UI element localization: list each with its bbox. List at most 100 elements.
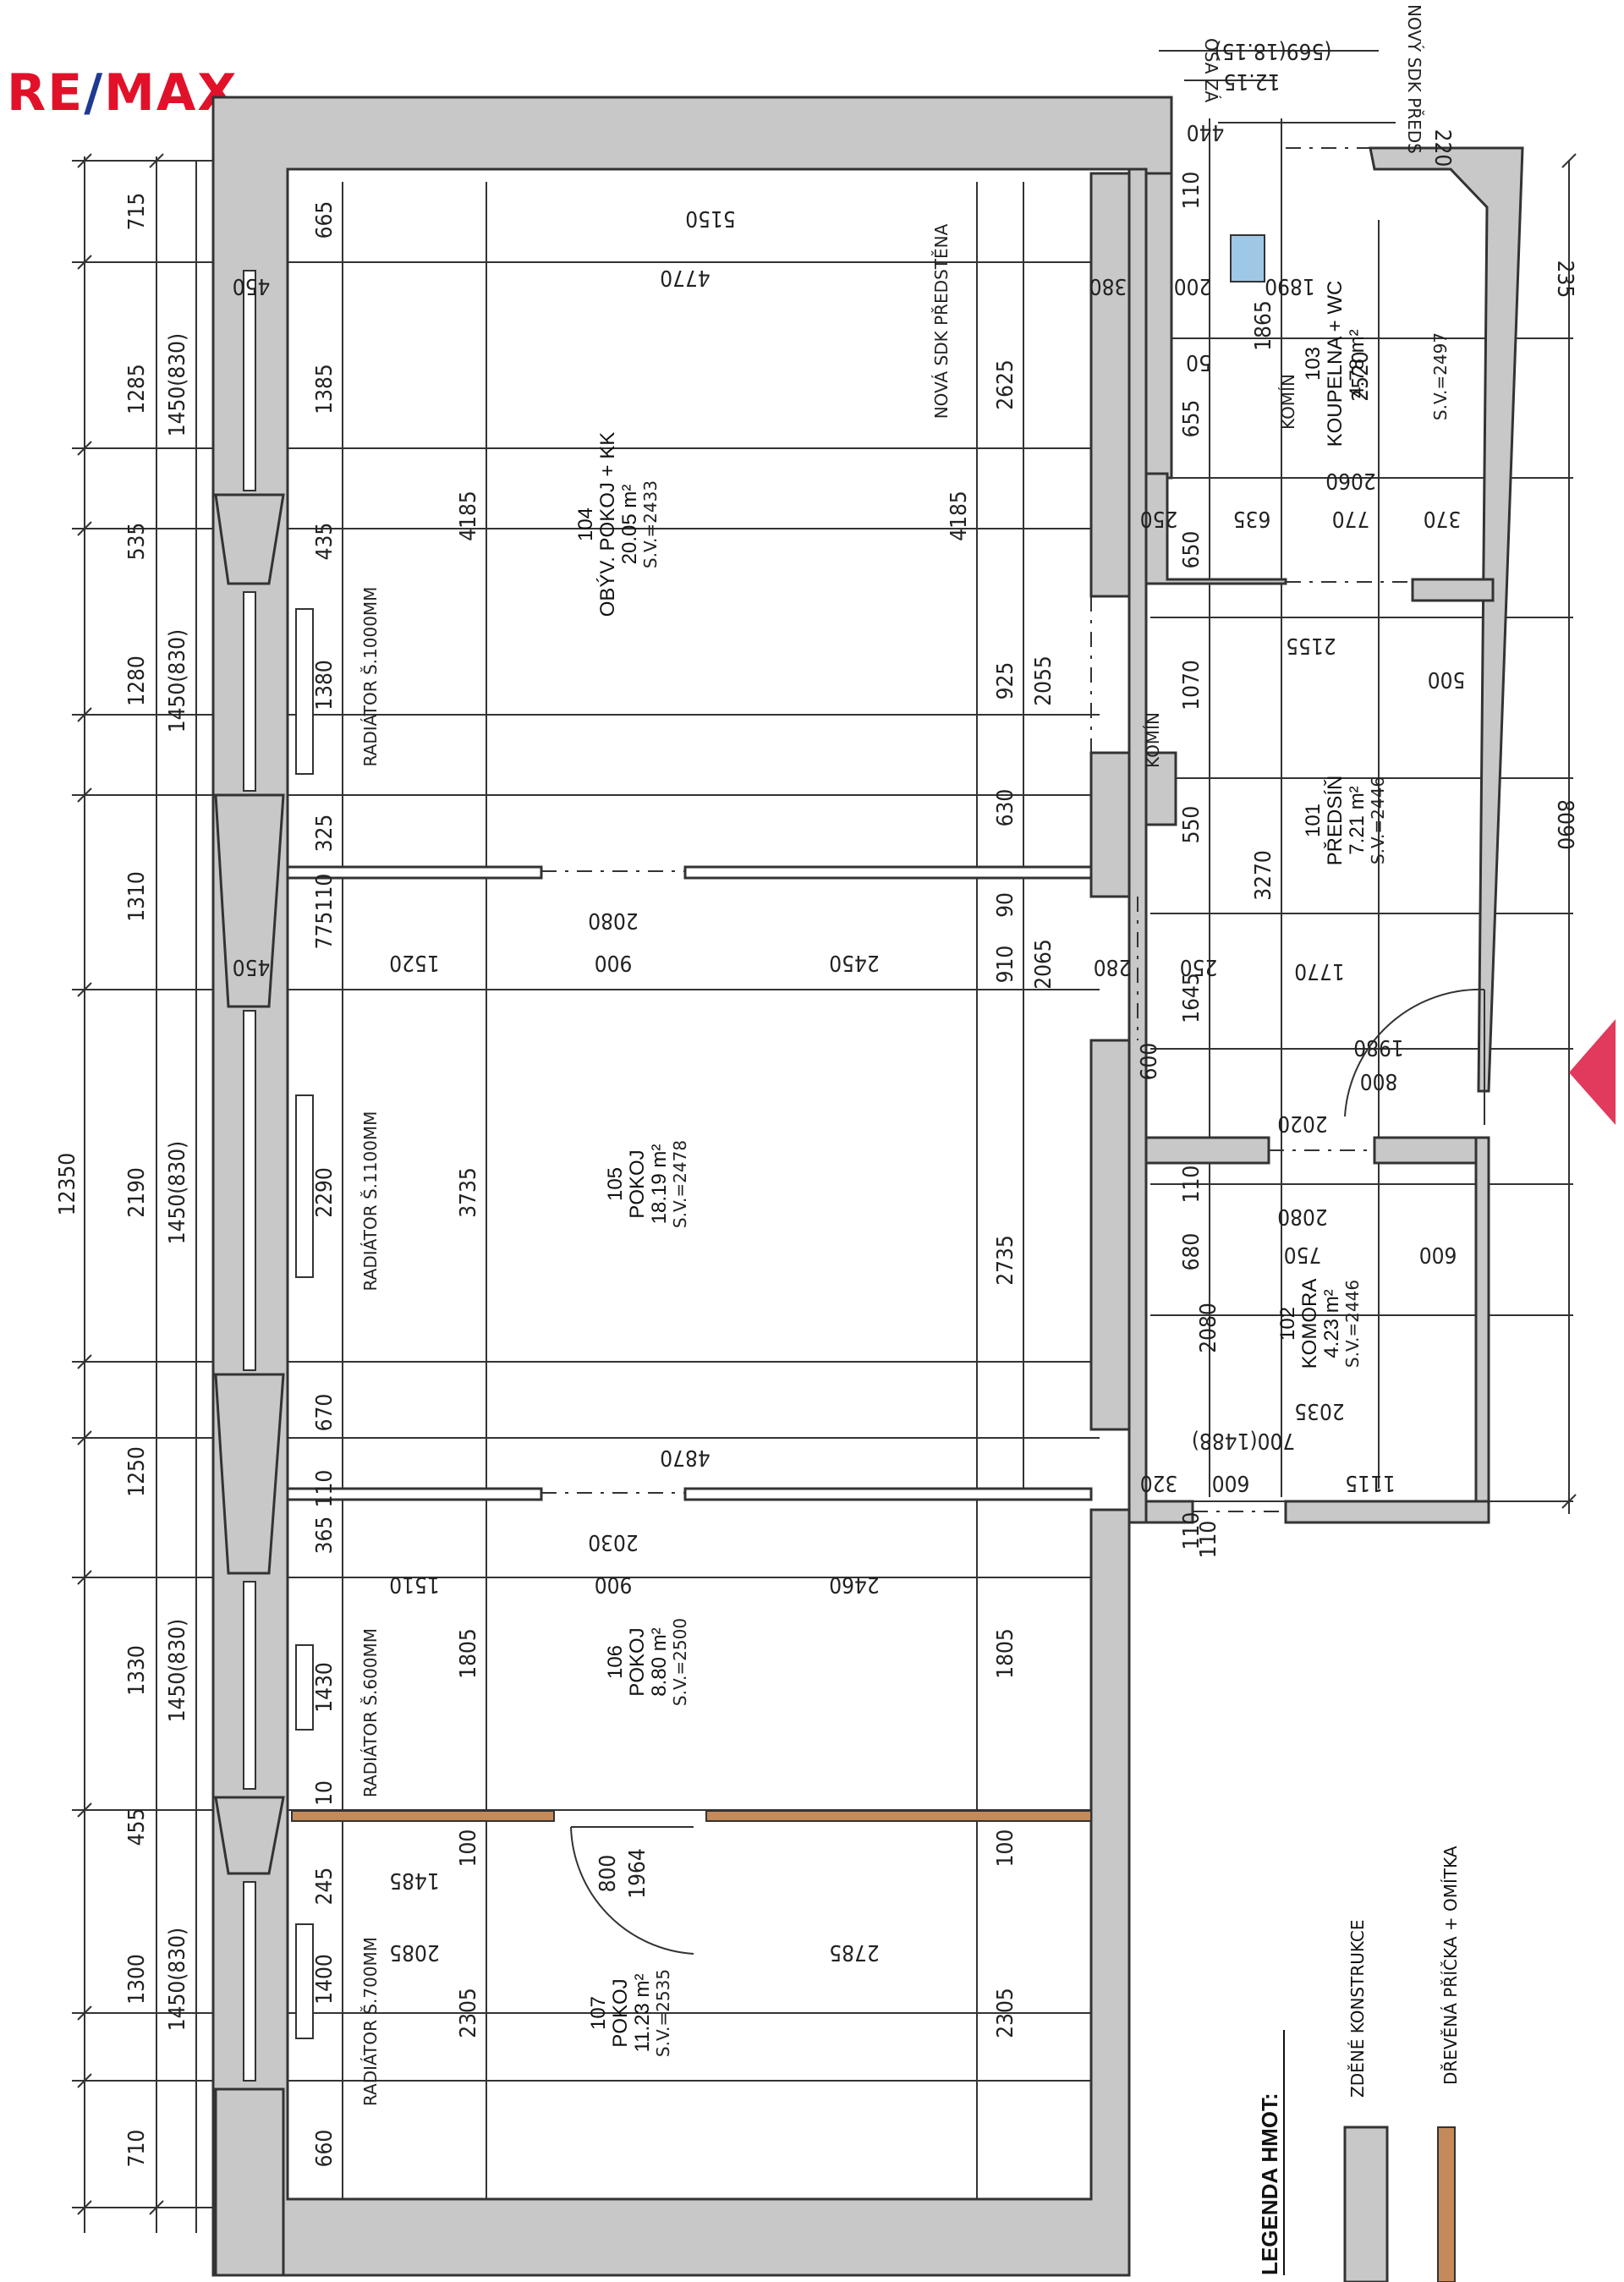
room-105-label: 105 POKOJ 18.19 m² S.V.=2478 [604,1140,690,1228]
room-name: PŘEDSÍŇ [1324,776,1347,866]
dim: 2520 [1348,351,1374,402]
dim: 650 [1179,531,1204,569]
dim: 3270 [1251,850,1276,901]
room-104-dims: 665 1385 435 1380 325 4185 4185 5150 477… [312,201,1127,853]
dim-overall-length: 12350 [55,1153,80,1215]
dim: 2785 [829,1939,880,1965]
dim: 110 [1196,1521,1221,1559]
room-area: 4.23 m² [1320,1289,1343,1358]
komin-label: KOMÍN [1143,712,1163,768]
dim: 2030 [588,1529,639,1555]
dim: 680 [1179,1233,1204,1271]
dim: 1400 [312,1954,337,2005]
dim: 655 [1179,400,1204,438]
room-area: 18.19 m² [648,1144,671,1225]
room-name: KOMORA [1298,1279,1321,1369]
room-area: 20.05 m² [618,485,641,565]
dim: 2060 [1325,468,1376,493]
room-name: POKOJ [609,1978,632,2047]
dim: 50 [1186,349,1211,375]
dim-overall-depth: 8090 [1552,799,1577,850]
room-sv: S.V.=2478 [670,1140,690,1228]
dim: 2305 [993,1988,1018,2038]
room-sv: S.V.=2433 [640,480,661,568]
dim: 2735 [993,1235,1018,1286]
dim-top-a: (569(18.15) [1215,38,1332,63]
dim: 2055 [1031,656,1056,706]
room-number: 107 [587,1996,610,2030]
dim: 250 [1180,954,1218,979]
entrance-arrow-icon [1569,1019,1616,1125]
window-dim: 1450(830) [165,1141,190,1244]
room-area: 7.21 m² [1346,786,1369,854]
dim: 435 [312,523,337,561]
dim: 110 [1179,1166,1204,1204]
room-area: 4.78 m² [1346,329,1369,398]
remax-logo: RE/MAX [7,66,239,120]
dim: 800 [1360,1068,1398,1094]
dim: 2305 [456,1988,481,2038]
tick-marks [77,153,1577,2215]
left-dims: 715 1285 535 1280 1310 2190 1250 1330 45… [124,193,190,2168]
left-dim: 1250 [124,1446,150,1497]
room-103-label: 103 KOUPELNA + WC 4.78 m² [1302,281,1369,447]
sink-icon [1230,234,1265,283]
dim: 4185 [946,491,972,541]
dim: 700(1488) [1192,1428,1295,1453]
room-area: 8.80 m² [648,1627,671,1696]
room-number: 102 [1276,1307,1299,1341]
room-number: 103 [1302,347,1325,381]
dim-220: 220 [1429,129,1455,167]
dim: 2450 [829,950,880,975]
dim: 2460 [829,1572,880,1597]
dim: 380 [1089,273,1127,299]
doors [541,147,1485,1955]
dim: 110 [1179,172,1204,210]
dim: 245 [312,1868,337,1906]
room-number: 106 [604,1645,627,1679]
window-dim: 1450(830) [165,333,190,436]
room-sv: S.V.=2535 [653,1969,673,2057]
left-dim: 1310 [124,871,150,922]
dim: 750 [1284,1242,1322,1267]
left-dim: 455 [124,1808,150,1846]
dim: 2155 [1286,633,1336,658]
dim: 100 [993,1829,1018,1868]
dim: 2020 [1277,1111,1328,1136]
room-104-label: 104 OBÝV. POKOJ + KK 20.05 m² S.V.=2433 [574,432,661,617]
room-number: 104 [574,507,597,541]
room-105-dims: 775 110 2290 670 3735 2735 1520 900 2450… [312,874,1056,1470]
window-dim: 1450(830) [165,1619,190,1722]
dim: 900 [595,1572,633,1597]
left-dim: 535 [124,523,150,561]
room-103-dims: 110 1890 1865 2520 655 635 650 2060 770 … [1140,172,1462,569]
dim: 1115 [1345,1470,1396,1495]
komin-label: KOMÍN [1278,374,1298,430]
room-sv: S.V.=2446 [1342,1280,1363,1368]
room-107-dims: 245 1400 660 2305 2305 2085 2785 1485 80… [312,1848,1018,2167]
dim: 925 [993,662,1018,700]
dim: 110 [312,874,337,912]
left-dim: 1280 [124,656,150,706]
dim: 600 [1137,1043,1162,1081]
partitions [286,167,1148,1524]
window-dim: 1450(830) [165,1928,190,2031]
radiator-label: RADIÁTOR Š.1000MM [360,587,381,767]
novy-sdk-label: NOVÝ SDK PŘEDS [1404,4,1424,154]
room-sv: S.V.=2446 [1368,776,1388,864]
room-name: POKOJ [626,1149,649,1218]
dim: 3735 [456,1167,481,1218]
dim: 600 [1212,1470,1250,1495]
dim-top-b: 12.15 [1224,69,1281,94]
room-name: POKOJ [626,1627,649,1696]
dim: 800 [595,1855,621,1893]
left-dim: 710 [124,2130,150,2168]
dim: 2080 [1196,1303,1221,1353]
dim: 250 [1140,506,1178,531]
dim: 900 [595,950,633,975]
dim: 1890 [1265,273,1315,299]
dim: 910 [993,946,1018,984]
dim: 370 [1424,506,1462,531]
dim: 1964 [625,1848,650,1899]
dim: 1385 [312,364,337,414]
